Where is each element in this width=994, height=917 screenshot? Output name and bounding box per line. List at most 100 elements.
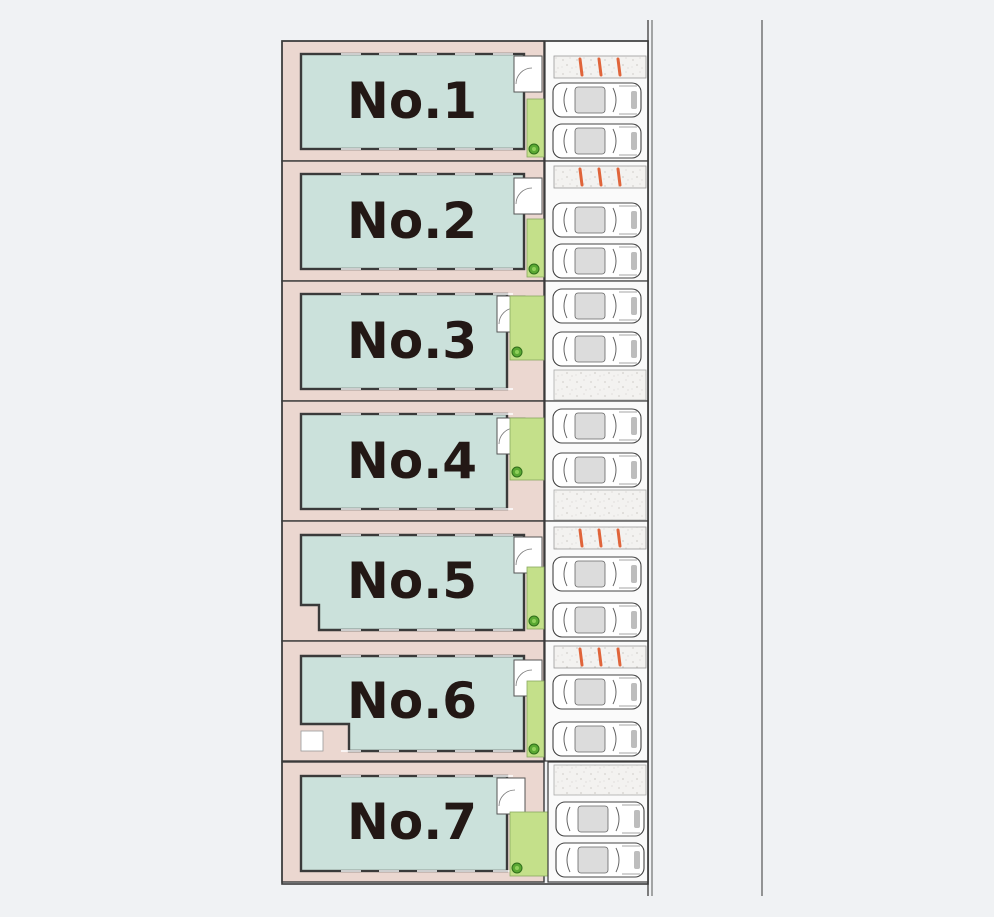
lots-group: No.1No.2No.3No.4No.5No.6No.7 [281,40,649,885]
car-rear-window [612,207,617,233]
car-roof [574,86,606,114]
car-icon [555,801,645,837]
car-windshield [563,679,568,705]
entrance-porch [513,55,543,93]
paved-area [553,489,647,521]
lot-label: No.5 [347,552,477,610]
car-windshield [566,847,571,873]
car-windshield [563,128,568,154]
tree-center [515,470,519,474]
paved-area [553,369,647,401]
car-hood-detail [631,340,637,358]
lot-label: No.6 [347,672,477,730]
garden-area [526,566,545,630]
garden-area [526,680,545,758]
bike-stall-mark [616,528,622,548]
car-windshield [563,87,568,113]
car-icon [552,674,642,710]
car-icon [552,452,642,488]
car-icon [552,202,642,238]
car-roof [577,805,609,833]
car-icon [552,556,642,592]
paved-area [553,764,647,796]
bike-stall-mark [578,647,584,667]
car-hood-detail [634,810,640,828]
car-rear-window [612,293,617,319]
car-roof [574,560,606,588]
car-rear-window [615,847,620,873]
car-roof [574,206,606,234]
car-windshield [563,726,568,752]
car-hood-detail [631,252,637,270]
bike-stall-mark [616,57,622,77]
car-icon [552,288,642,324]
garden-area [509,295,545,361]
building-footprint [299,412,509,511]
building-footprint [299,292,509,391]
car-windshield [563,561,568,587]
car-hood-detail [631,297,637,315]
car-hood-detail [631,683,637,701]
car-windshield [563,457,568,483]
car-hood-detail [631,611,637,629]
bike-stall-mark [578,528,584,548]
door-swing [498,789,516,807]
car-icon [552,82,642,118]
bike-stall-mark [578,57,584,77]
lot-label: No.7 [347,793,477,851]
bike-stall-mark [597,528,603,548]
tree-center [515,350,519,354]
car-roof [574,247,606,275]
building-footprint [299,774,509,873]
tree-center [515,866,519,870]
lot-label: No.1 [347,72,477,130]
tree-center [532,619,536,623]
car-icon [552,331,642,367]
car-rear-window [612,413,617,439]
garden-area [526,98,545,158]
car-hood-detail [631,211,637,229]
utility-box [300,730,324,752]
car-roof [574,292,606,320]
door-swing [515,187,533,205]
door-swing [515,548,533,566]
car-rear-window [612,128,617,154]
car-rear-window [612,679,617,705]
lot-label: No.3 [347,312,477,370]
car-hood-detail [631,417,637,435]
door-swing [515,67,533,85]
car-icon [552,243,642,279]
car-roof [577,846,609,874]
car-roof [574,606,606,634]
car-windshield [566,806,571,832]
car-rear-window [612,561,617,587]
car-windshield [563,248,568,274]
car-roof [574,127,606,155]
tree-center [532,147,536,151]
car-rear-window [612,607,617,633]
car-hood-detail [634,851,640,869]
car-icon [552,408,642,444]
car-roof [574,335,606,363]
car-roof [574,456,606,484]
car-rear-window [612,248,617,274]
garden-area [526,218,545,278]
tree-center [532,267,536,271]
car-windshield [563,293,568,319]
car-roof [574,678,606,706]
car-hood-detail [631,91,637,109]
car-hood-detail [631,730,637,748]
car-hood-detail [631,461,637,479]
bike-stall-mark [597,647,603,667]
tree-center [532,747,536,751]
site-boundary [281,40,649,885]
car-windshield [563,207,568,233]
car-windshield [563,336,568,362]
car-icon [552,123,642,159]
car-roof [574,412,606,440]
entrance-porch [513,177,543,215]
car-icon [552,721,642,757]
bike-stall-mark [616,647,622,667]
bike-stall-mark [578,167,584,187]
